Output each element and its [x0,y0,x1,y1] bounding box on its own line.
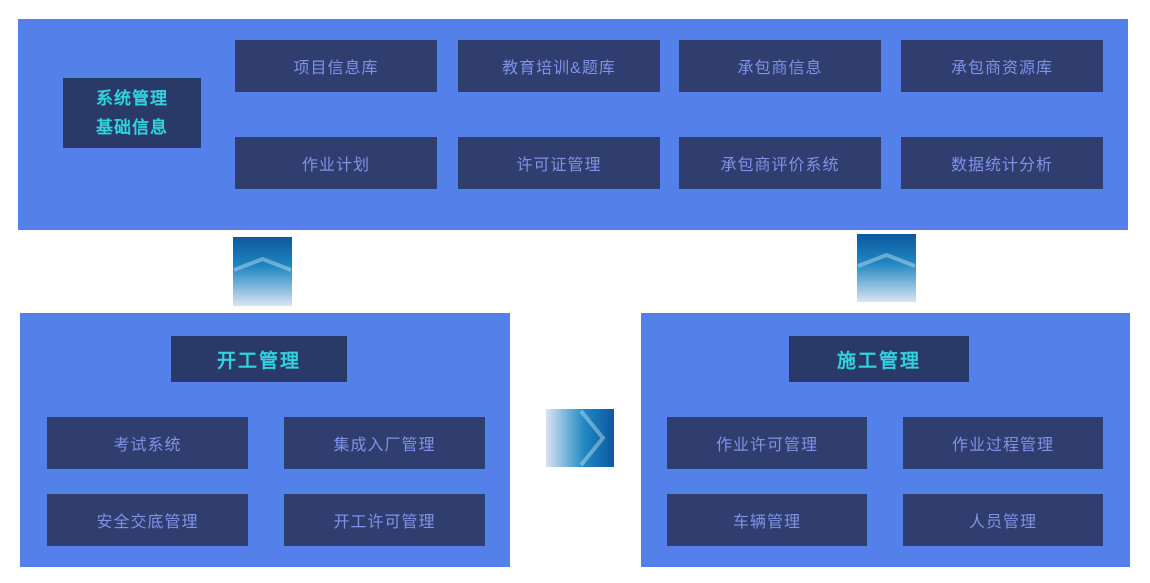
construction-management-panel: 施工管理 作业许可管理 作业过程管理 车辆管理 人员管理 [641,313,1130,567]
module-box-project-info-db: 项目信息库 [235,40,437,92]
system-management-panel: 系统管理 基础信息 项目信息库 教育培训&题库 承包商信息 承包商资源库 作业计… [18,19,1128,230]
start-work-management-panel: 开工管理 考试系统 集成入厂管理 安全交底管理 开工许可管理 [20,313,510,567]
module-label: 开工许可管理 [333,514,436,531]
module-box-vehicle-management: 车辆管理 [667,494,867,546]
connector-right-middle [546,409,614,467]
module-box-safety-disclosure-management: 安全交底管理 [47,494,248,546]
connector-up-left [233,237,292,306]
module-box-start-work-permit-management: 开工许可管理 [284,494,485,546]
module-label: 安全交底管理 [96,514,199,531]
sys-box-line-1: 系统管理 [96,89,168,108]
module-label: 作业过程管理 [951,437,1054,454]
up-arrow-icon [857,234,916,302]
module-label: 承包商资源库 [950,60,1053,77]
module-label: 人员管理 [968,514,1037,531]
module-box-work-plan: 作业计划 [235,137,437,189]
module-label: 作业许可管理 [715,437,818,454]
up-arrow-icon [233,237,292,306]
module-label: 车辆管理 [732,514,801,531]
panel-title: 施工管理 [836,350,921,372]
module-box-contractor-info: 承包商信息 [679,40,881,92]
module-box-education-training-question-bank: 教育培训&题库 [458,40,660,92]
connector-up-right [857,234,916,302]
construction-management-title-box: 施工管理 [789,336,969,382]
module-box-work-process-management: 作业过程管理 [903,417,1103,469]
sys-box-line-2: 基础信息 [96,118,168,137]
panel-title: 开工管理 [216,350,301,372]
module-box-exam-system: 考试系统 [47,417,248,469]
module-label: 承包商信息 [737,60,823,77]
module-box-data-statistics-analysis: 数据统计分析 [901,137,1103,189]
module-label: 教育培训&题库 [502,60,616,77]
module-label: 集成入厂管理 [333,437,436,454]
module-box-contractor-evaluation-system: 承包商评价系统 [679,137,881,189]
right-arrow-icon [546,409,614,467]
module-label: 承包商评价系统 [720,157,840,174]
module-label: 数据统计分析 [950,157,1053,174]
module-label: 作业计划 [301,157,370,174]
module-box-personnel-management: 人员管理 [903,494,1103,546]
module-label: 考试系统 [113,437,182,454]
module-label: 项目信息库 [293,60,379,77]
module-box-integrated-entry-management: 集成入厂管理 [284,417,485,469]
system-management-basic-info-box: 系统管理 基础信息 [63,78,201,148]
module-box-license-management: 许可证管理 [458,137,660,189]
module-box-contractor-resource-db: 承包商资源库 [901,40,1103,92]
start-work-management-title-box: 开工管理 [171,336,347,382]
module-box-work-permit-management: 作业许可管理 [667,417,867,469]
module-label: 许可证管理 [516,157,602,174]
